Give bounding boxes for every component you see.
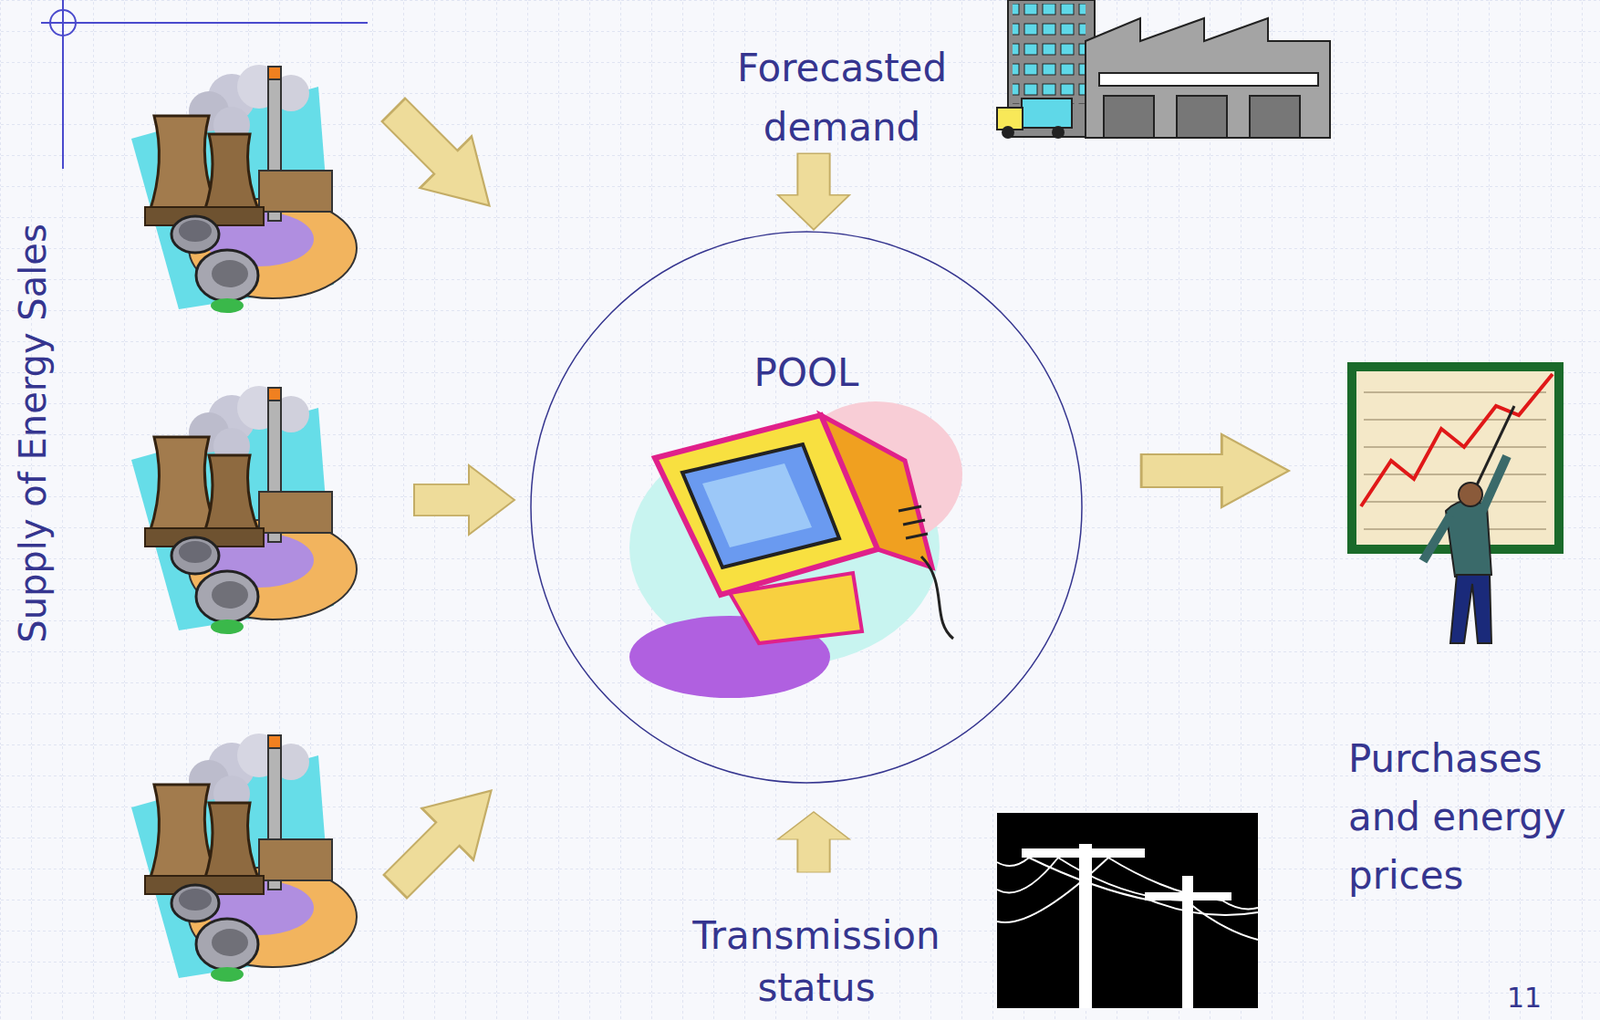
input-label: Transmission status bbox=[665, 910, 967, 1014]
flow-arrows bbox=[367, 83, 1289, 913]
power-plants bbox=[131, 64, 357, 982]
side-heading: Supply of Energy Sales bbox=[14, 223, 52, 644]
input-label: Forecasted demand bbox=[705, 38, 979, 157]
page-number: 11 bbox=[1506, 981, 1542, 1014]
circle-outline bbox=[529, 229, 1084, 785]
factory-clipart bbox=[997, 0, 1330, 138]
output-label: Purchases and energy prices bbox=[1348, 729, 1597, 904]
computer-clipart bbox=[629, 401, 963, 698]
pool-circle: POOL bbox=[529, 229, 1084, 785]
node-title: POOL bbox=[529, 350, 1084, 395]
chart-clipart bbox=[1351, 366, 1559, 644]
transmission-clipart bbox=[997, 812, 1258, 1008]
